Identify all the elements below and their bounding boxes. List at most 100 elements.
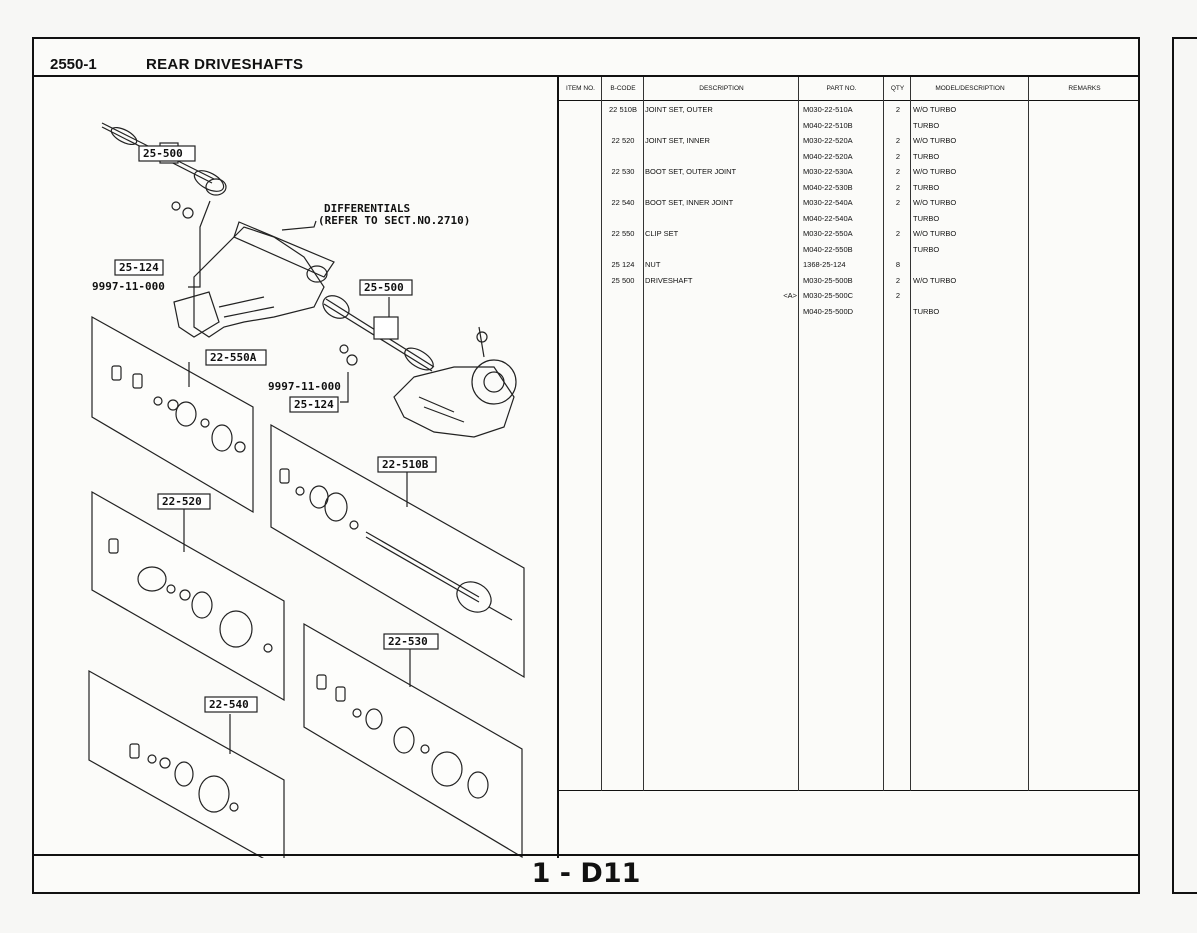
callout-label: 22-540 — [209, 698, 249, 711]
table-cell-ref: <A> — [783, 291, 797, 300]
panel-22-510B — [270, 423, 525, 679]
page-frame: 2550-1 REAR DRIVESHAFTS — [32, 37, 1140, 894]
adjacent-page-edge — [1172, 37, 1197, 894]
table-cell-ref — [709, 242, 797, 257]
col-line — [643, 77, 644, 791]
callout-22-530: 22-530 — [383, 633, 439, 650]
table-cell-ref — [709, 257, 797, 272]
table-cell-desc: BOOT SET, OUTER JOINT — [645, 167, 737, 176]
callout-25-500-top: 25-500 — [138, 145, 196, 162]
panel-22-520 — [91, 490, 285, 702]
col-line — [910, 77, 911, 791]
table-cell-model: W/O TURBO — [913, 275, 957, 285]
page-footer: 1 - D11 — [34, 854, 1138, 892]
table-cell-ref — [709, 195, 797, 210]
differential-assembly — [173, 220, 335, 338]
col-header-model: MODEL/DESCRIPTION — [911, 77, 1029, 101]
parts-table: ITEM NO. B-CODE DESCRIPTION PART NO. QTY… — [559, 77, 1140, 791]
table-cell-part: M030-25-500C — [803, 291, 854, 300]
callout-22-550A: 22-550A — [205, 349, 267, 366]
table-cell-ref — [709, 226, 797, 241]
table-cell-part: M040-22-550B — [803, 244, 853, 254]
table-cell-part: M030-22-550A — [803, 229, 853, 238]
callout-25-124-lower: 25-124 — [289, 396, 339, 413]
table-cell-qty — [886, 242, 910, 257]
callout-label: 25-124 — [294, 398, 334, 411]
table-cell-qty: 2 — [895, 136, 901, 145]
table-cell-code: 25 500 — [611, 275, 635, 285]
callout-25-500-lower: 25-500 — [359, 279, 413, 296]
callout-label: 25-500 — [364, 281, 404, 294]
col-header-description: DESCRIPTION — [644, 77, 799, 101]
table-cell-ref — [709, 164, 797, 179]
table-cell-model: W/O TURBO — [913, 229, 957, 238]
table-cell-desc: JOINT SET, OUTER — [645, 105, 713, 114]
table-cell-desc: CLIP SET — [645, 229, 679, 238]
table-cell-model: TURBO — [913, 151, 940, 161]
table-cell-desc: NUT — [645, 260, 661, 269]
callout-label: 22-530 — [388, 635, 428, 648]
diagram-svg: 25-500 25-124 9997-11-000 DIFFERENTIALS … — [88, 122, 525, 858]
callout-label: 25-124 — [119, 261, 159, 274]
table-cell-ref — [709, 118, 797, 133]
col-line — [1028, 77, 1029, 791]
table-cell-part: M030-25-500B — [803, 275, 853, 285]
section-number: 2550-1 — [50, 56, 97, 73]
table-cell-model — [913, 288, 1028, 303]
table-cell-code — [602, 118, 644, 133]
table-cell-part: M030-22-510A — [803, 105, 853, 114]
hub-knuckle-assembly — [393, 326, 517, 438]
table-cell-model: W/O TURBO — [913, 198, 957, 207]
table-cell-part: M040-25-500D — [803, 306, 854, 316]
table-cell-model: W/O TURBO — [913, 167, 957, 176]
col-line — [798, 77, 799, 791]
callout-22-510B: 22-510B — [377, 456, 437, 473]
table-cell-ref — [709, 273, 797, 288]
table-cell-qty: 2 — [895, 105, 901, 114]
col-header-b-code: B-CODE — [602, 77, 644, 101]
table-cell-code — [602, 211, 644, 226]
table-cell-code — [602, 288, 644, 303]
table-cell-part: M030-22-520A — [803, 136, 853, 145]
callout-label: 22-520 — [162, 495, 202, 508]
table-cell-part: M030-22-540A — [803, 198, 853, 207]
callout-refer-section: (REFER TO SECT.NO.2710) — [318, 214, 470, 227]
table-cell-model: TURBO — [913, 120, 940, 130]
table-cell-ref — [709, 149, 797, 164]
table-cell-code: 22 540 — [611, 198, 635, 207]
panel-22-550A — [91, 315, 254, 514]
table-cell-desc: JOINT SET, INNER — [645, 136, 710, 145]
table-cell-code: 25 124 — [611, 260, 635, 269]
table-cell-ref — [709, 180, 797, 195]
table-cell-part: M040-22-540A — [803, 213, 853, 223]
table-cell-qty: 2 — [895, 291, 901, 300]
nut-washer-lower — [339, 344, 358, 403]
page-number: 1 - D11 — [531, 858, 641, 889]
table-cell-ref — [709, 211, 797, 226]
table-cell-qty — [886, 211, 910, 226]
table-cell-ref — [709, 102, 797, 117]
nut-washer-upper — [171, 200, 211, 288]
table-cell-code — [602, 149, 644, 164]
table-cell-model: TURBO — [913, 306, 940, 316]
column-divider — [557, 75, 559, 858]
table-cell-ref — [709, 304, 797, 319]
table-cell-qty: 2 — [895, 275, 901, 285]
col-header-item-no: ITEM NO. — [559, 77, 602, 101]
table-cell-code: 22 550 — [611, 229, 635, 238]
table-cell-code — [602, 304, 644, 319]
table-cell-qty: 2 — [895, 151, 901, 161]
callout-label: 25-500 — [143, 147, 183, 160]
col-header-part-no: PART NO. — [799, 77, 884, 101]
table-cell-ref — [709, 133, 797, 148]
table-cell-qty — [886, 304, 910, 319]
callout-label: 22-510B — [382, 458, 429, 471]
table-cell-model: TURBO — [913, 182, 940, 192]
panel-22-530 — [303, 622, 523, 858]
table-cell-code — [602, 180, 644, 195]
table-cell-model: W/O TURBO — [913, 105, 957, 114]
callout-25-124-upper: 25-124 — [114, 259, 164, 276]
table-cell-code — [602, 242, 644, 257]
table-cell-code: 22 530 — [611, 167, 635, 176]
callout-22-520: 22-520 — [157, 493, 211, 510]
